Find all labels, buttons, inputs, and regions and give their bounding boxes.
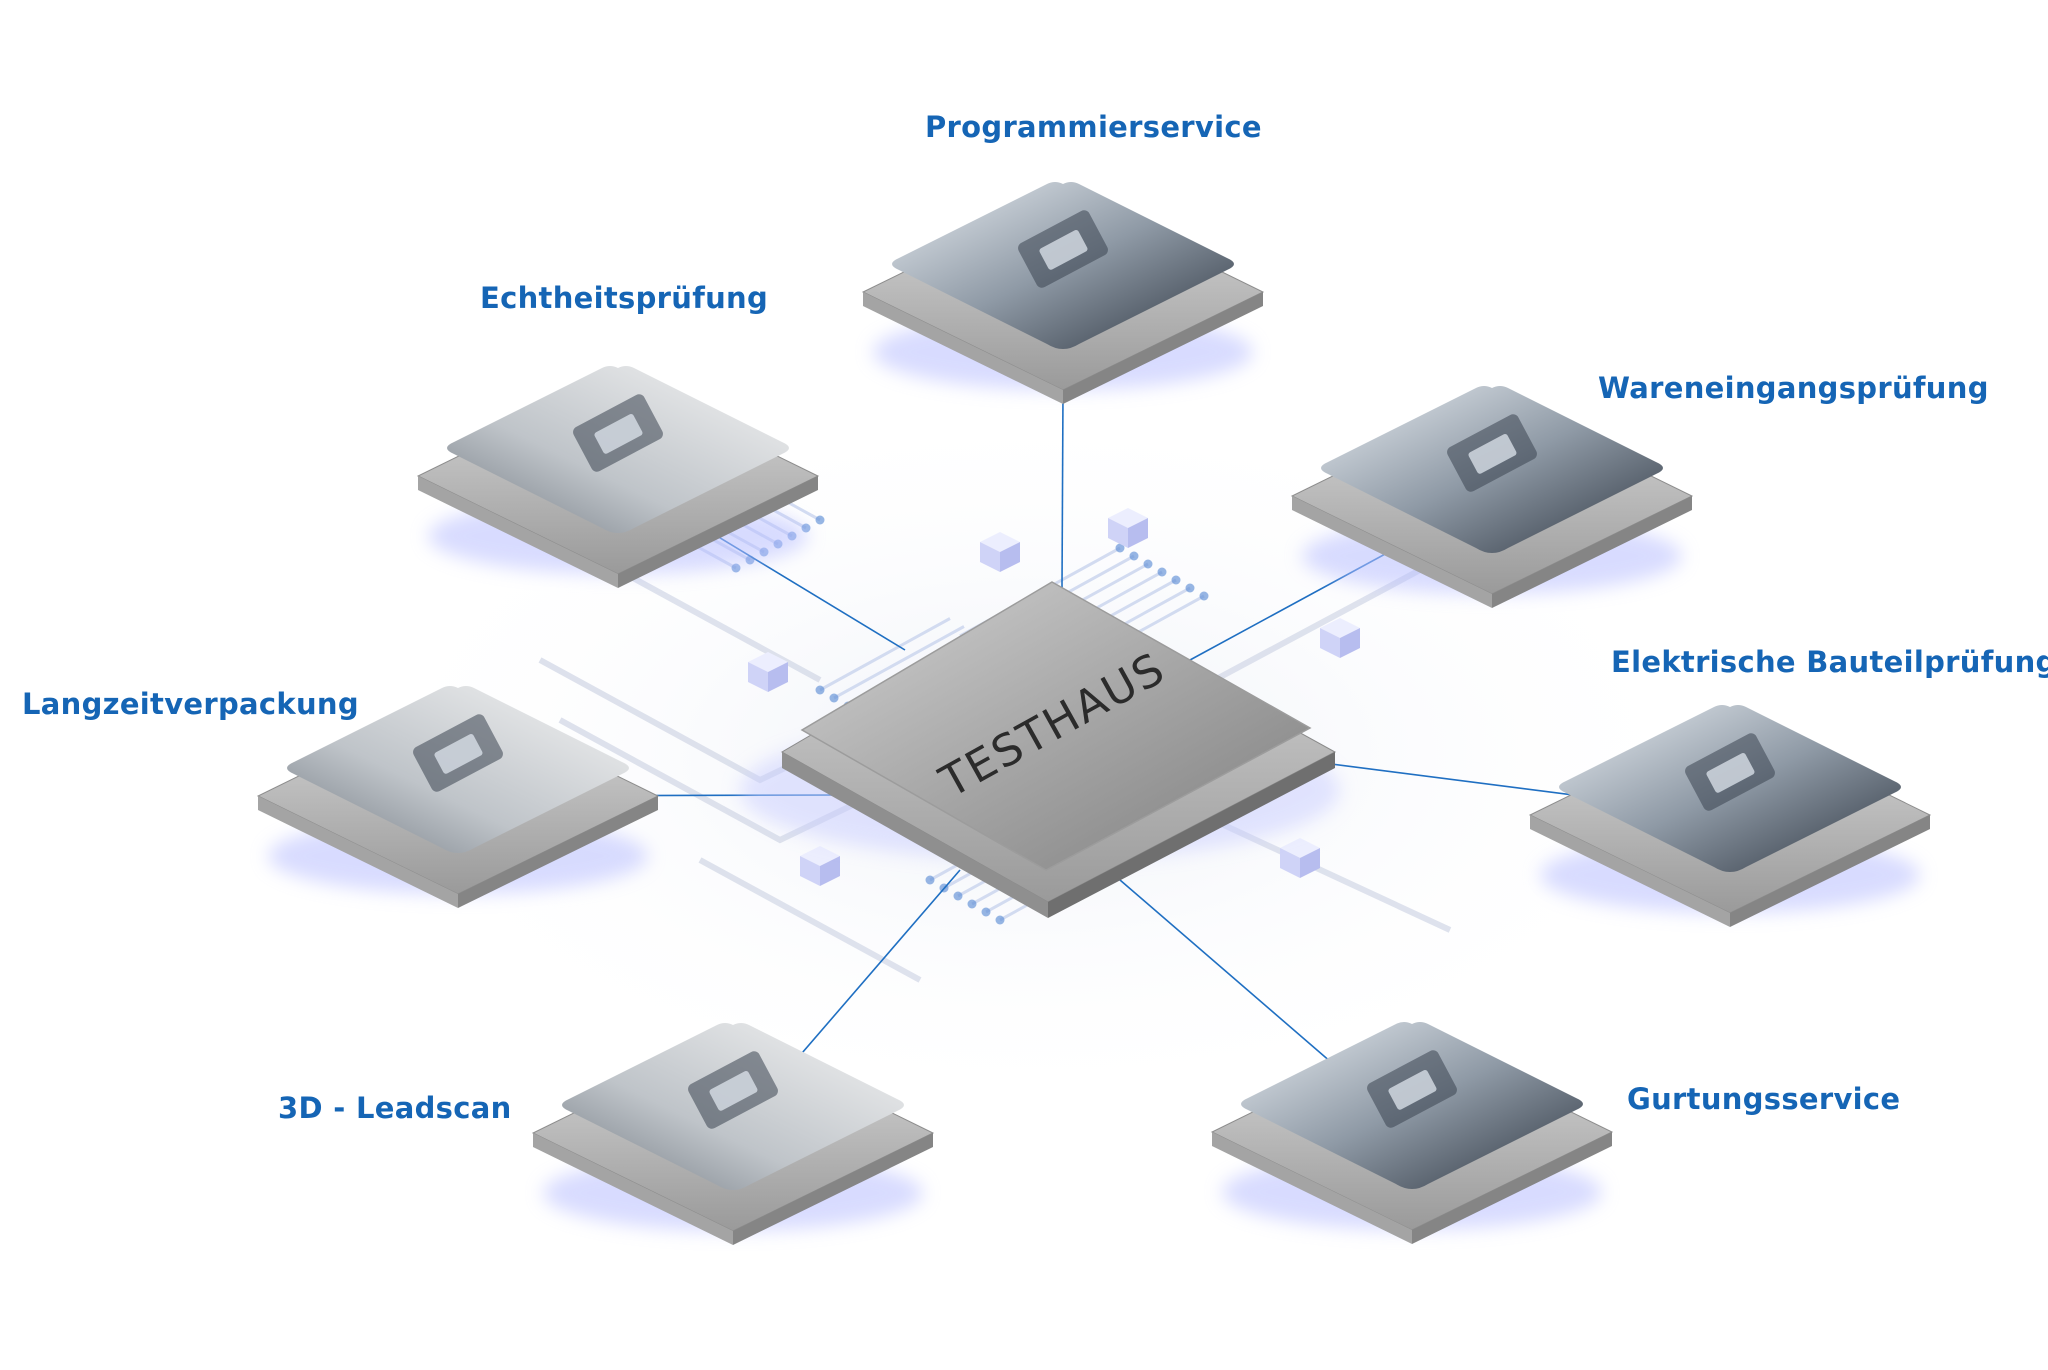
trace-dot <box>815 515 825 525</box>
tile-langzeitverpackung <box>256 686 660 908</box>
label-gurtungsservice: Gurtungsservice <box>1627 1082 1901 1116</box>
trace-dot <box>995 915 1005 925</box>
cube <box>1320 618 1360 658</box>
trace-dot <box>1185 583 1195 593</box>
label-wareneingangspruefung: Wareneingangsprüfung <box>1598 371 1989 405</box>
tile-edge-right <box>458 796 658 908</box>
trace-dot <box>829 693 839 703</box>
photo-detail-shape <box>1388 1070 1437 1110</box>
cube <box>1108 508 1148 548</box>
testhaus-chip: TESTHAUS <box>740 581 1340 918</box>
photo-detail-shape <box>709 1071 758 1111</box>
tile-edge-right <box>1730 815 1930 927</box>
floating-cubes <box>748 508 1360 886</box>
photo-detail-shape <box>1468 434 1517 474</box>
tile-echtheitspruefung <box>416 366 820 588</box>
tile-3d-leadscan <box>531 1023 935 1245</box>
photo-detail-shape <box>1706 753 1755 793</box>
tile-gurtungsservice <box>1210 1022 1614 1244</box>
connector-programmierservice <box>1061 391 1064 589</box>
label-programmierservice: Programmierservice <box>925 110 1262 144</box>
trace-dot <box>1115 543 1125 553</box>
tile-edge-left <box>1292 496 1492 608</box>
tile-edge-right <box>1063 292 1263 404</box>
trace-dot <box>1171 575 1181 585</box>
tile-elektrische-bauteilpruefung <box>1528 705 1932 927</box>
photo-detail-shape <box>594 414 643 454</box>
tile-edge-right <box>733 1133 933 1245</box>
tile-edge-left <box>533 1133 733 1245</box>
label-langzeitverpackung: Langzeitverpackung <box>22 687 359 721</box>
tile-edge-right <box>618 476 818 588</box>
tile-edge-left <box>1530 815 1730 927</box>
trace-dot <box>1199 591 1209 601</box>
label-echtheitspruefung: Echtheitsprüfung <box>480 281 769 315</box>
trace-dot <box>1129 551 1139 561</box>
trace-dot <box>815 685 825 695</box>
tile-edge-left <box>1212 1132 1412 1244</box>
cube <box>1280 838 1320 878</box>
label-3d-leadscan: 3D - Leadscan <box>278 1091 512 1125</box>
service-tiles <box>256 182 1932 1245</box>
tile-programmierservice <box>861 182 1265 404</box>
trace-line <box>819 617 951 692</box>
tile-edge-left <box>418 476 618 588</box>
label-elektrische-bauteilpruefung: Elektrische Bauteilprüfung <box>1611 645 2048 679</box>
trace-dot <box>925 875 935 885</box>
trace-dot <box>967 899 977 909</box>
trace-dot <box>981 907 991 917</box>
photo-detail-shape <box>1039 230 1088 270</box>
trace-line <box>833 625 965 700</box>
tile-edge-right <box>1412 1132 1612 1244</box>
trace-dot <box>1143 559 1153 569</box>
cube <box>748 652 788 692</box>
tile-edge-left <box>258 796 458 908</box>
trace-dot <box>1157 567 1167 577</box>
tile-wareneingangspruefung <box>1290 386 1694 608</box>
tile-edge-left <box>863 292 1063 404</box>
trace-dot <box>953 891 963 901</box>
cube <box>980 532 1020 572</box>
tile-edge-right <box>1492 496 1692 608</box>
cube <box>800 846 840 886</box>
photo-detail-shape <box>434 734 483 774</box>
